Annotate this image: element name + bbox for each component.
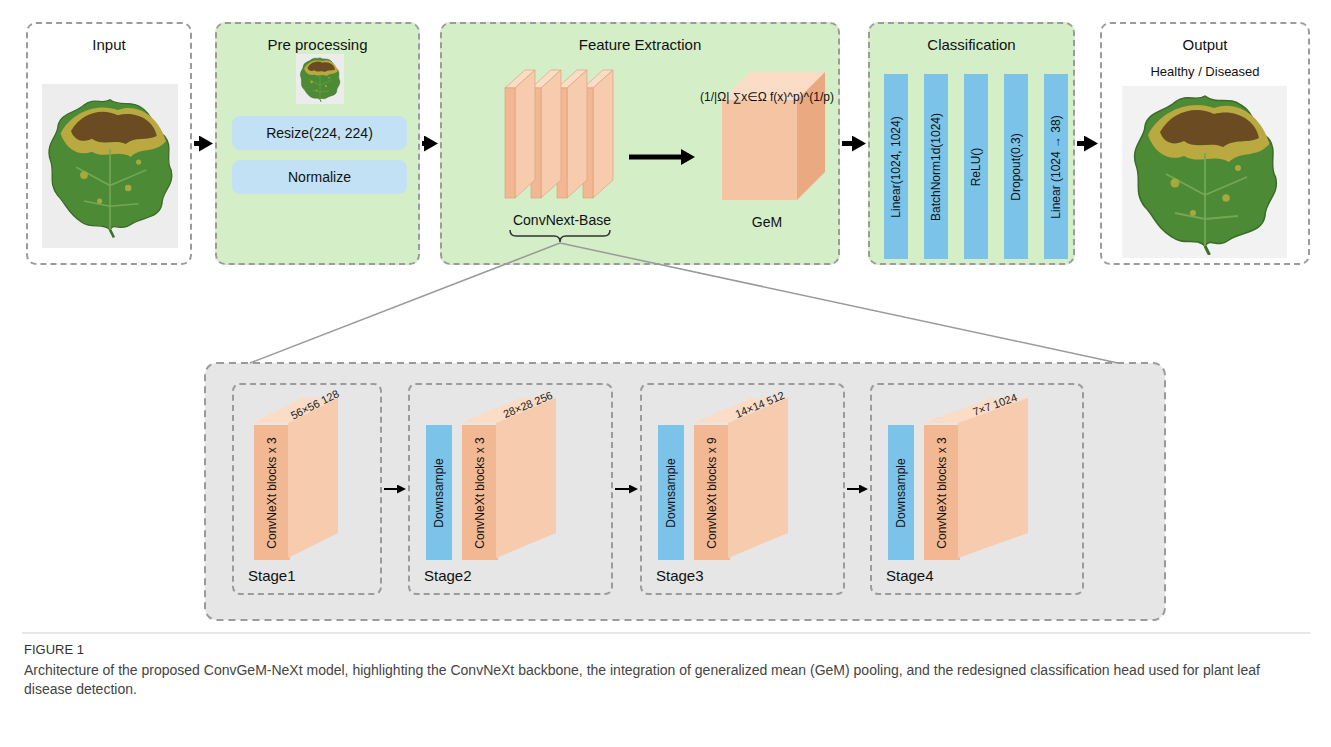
layer-label: BatchNorm1d(1024)	[929, 112, 943, 220]
node-label: Input	[28, 36, 190, 54]
downsample-bar: Downsample	[426, 425, 452, 560]
node-label: Healthy / Diseased	[1102, 64, 1308, 80]
flow-arrow	[384, 488, 397, 490]
node-label: Stage2	[424, 567, 611, 585]
step-box: Normalize	[232, 160, 407, 194]
layer-label: ConvNeXt blocks x 3	[473, 437, 487, 548]
layer-bar: Dropout(0.3)	[1004, 74, 1028, 259]
flow-arrow	[1077, 141, 1084, 146]
flow-arrow	[615, 488, 629, 490]
plate-side	[541, 70, 561, 198]
block-stack: 56×56 128ConvNeXt blocks x 3	[254, 425, 290, 560]
layer-bar: Linear (1024 → 38)	[1044, 74, 1068, 259]
plate-side	[593, 70, 613, 198]
node-label: Stage3	[656, 567, 843, 585]
cube-front	[722, 100, 797, 200]
flow-arrow	[422, 141, 424, 146]
classification-panel: ClassificationLinear(1024, 1024) BatchNor…	[868, 22, 1075, 265]
step-label: Resize(224, 224)	[236, 125, 403, 142]
layer-label: Downsample	[894, 458, 908, 527]
node-label: Pre processing	[217, 36, 418, 54]
layer-label: ConvNeXt blocks x 3	[935, 437, 949, 548]
image-background	[296, 54, 344, 104]
leaf-thumbnail	[300, 58, 340, 102]
layer-label: Dropout(0.3)	[1009, 133, 1023, 200]
block-side	[958, 398, 1028, 558]
layer-bar: ReLU()	[964, 74, 988, 259]
layer-label: Downsample	[664, 458, 678, 527]
flow-arrow	[194, 141, 199, 146]
flow-arrow	[842, 141, 852, 146]
layer-label: ReLU()	[969, 147, 983, 186]
layer-label: ConvNeXt blocks x 9	[705, 437, 719, 548]
layer-label: Linear(1024, 1024)	[889, 116, 903, 217]
backbone-plates	[505, 70, 613, 198]
node-label: Output	[1102, 36, 1308, 54]
caption-rule	[22, 633, 1310, 634]
node-label: Stage1	[248, 567, 380, 585]
block-side	[728, 398, 788, 558]
image-background	[1122, 86, 1287, 258]
figure-number: FIGURE 1	[24, 641, 424, 659]
figure-caption: Architecture of the proposed ConvGeM-NeX…	[24, 661, 1309, 699]
node-label: (1/|Ω| ∑x∈Ω f(x)^p)^(1/p)	[697, 90, 837, 104]
layer-label: ConvNeXt blocks x 3	[265, 437, 279, 548]
downsample-bar: Downsample	[888, 425, 914, 560]
layer-label: Linear (1024 → 38)	[1049, 115, 1063, 218]
flow-arrow	[847, 488, 859, 490]
step-label: Normalize	[236, 169, 403, 186]
block-stack: 7×7 1024ConvNeXt blocks x 3	[924, 425, 960, 560]
downsample-bar: Downsample	[658, 425, 684, 560]
layer-bar: BatchNorm1d(1024)	[924, 74, 948, 259]
plate-side	[567, 70, 587, 198]
layer-bar: Linear(1024, 1024)	[884, 74, 908, 259]
block-stack: 28×28 256ConvNeXt blocks x 3	[462, 425, 498, 560]
image-background	[42, 84, 178, 248]
node-label: Classification	[870, 36, 1073, 54]
block-side	[496, 398, 556, 558]
node-label: GeM	[697, 214, 837, 231]
plate-front	[505, 88, 515, 198]
node-label: Stage4	[886, 567, 1082, 585]
step-box: Resize(224, 224)	[232, 116, 407, 150]
flow-arrow	[629, 155, 681, 160]
block-side	[288, 398, 338, 558]
leaf-image	[49, 100, 172, 238]
node-label: ConvNext-Base	[497, 212, 627, 229]
leaf-image	[1135, 96, 1277, 255]
backbone-detail-panel	[205, 363, 1165, 620]
plate-side	[515, 70, 535, 198]
block-stack: 14×14 512ConvNeXt blocks x 9	[694, 425, 730, 560]
layer-label: Downsample	[432, 458, 446, 527]
node-label: Feature Extraction	[442, 36, 838, 54]
